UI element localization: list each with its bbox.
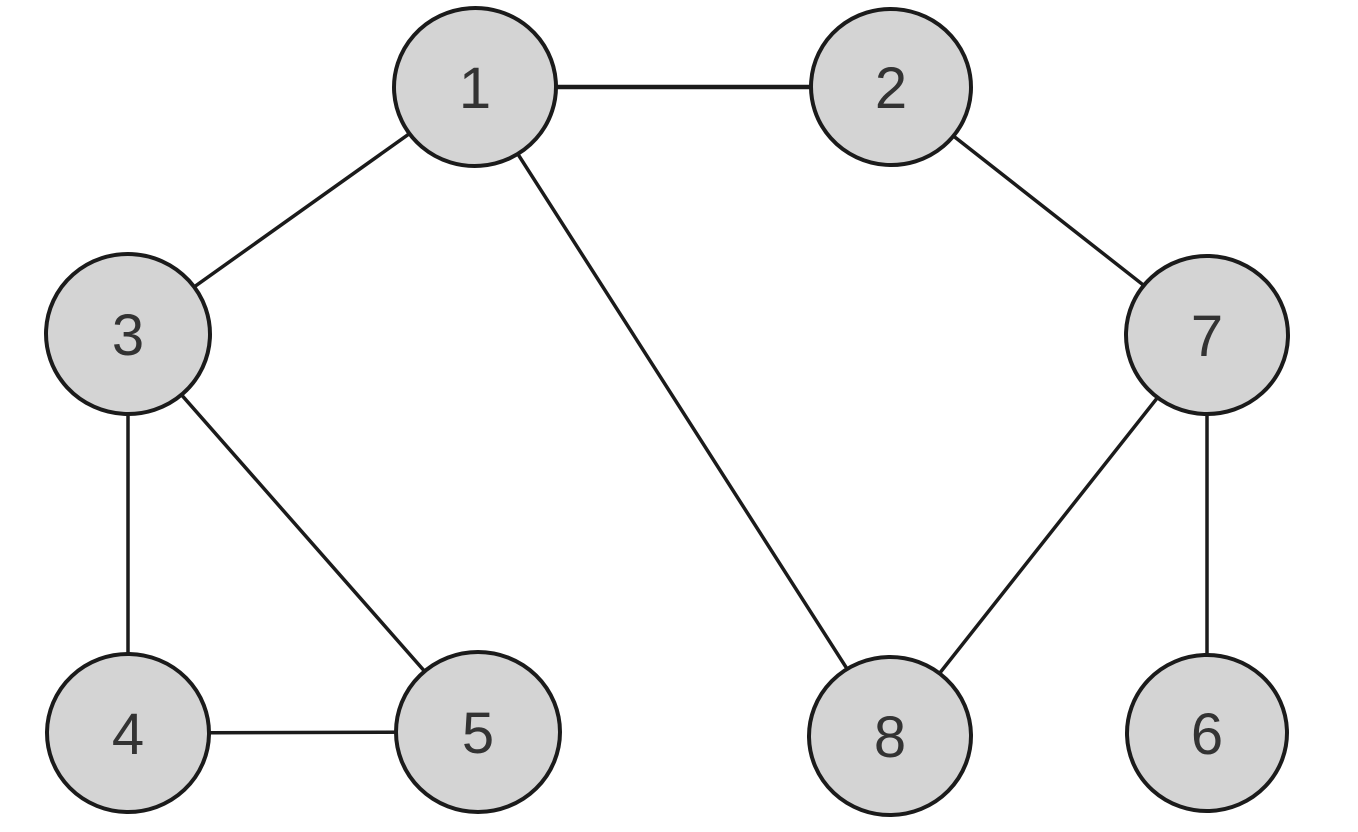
node-circle bbox=[1124, 253, 1290, 417]
graph-node-3: 3 bbox=[44, 251, 212, 417]
node-circle bbox=[807, 654, 973, 818]
edge-1-8 bbox=[473, 85, 892, 738]
node-label: 4 bbox=[112, 702, 144, 767]
node-label: 8 bbox=[874, 705, 906, 770]
node-circle bbox=[394, 650, 562, 814]
edge-3-5 bbox=[126, 332, 480, 734]
graph-node-1: 1 bbox=[392, 5, 558, 169]
node-circle bbox=[1125, 652, 1289, 814]
edge-7-8 bbox=[888, 333, 1209, 738]
node-circle bbox=[44, 251, 212, 417]
graph-node-5: 5 bbox=[394, 650, 562, 814]
node-circle bbox=[809, 6, 973, 168]
edges-layer bbox=[126, 84, 1209, 738]
node-circle bbox=[45, 651, 211, 815]
node-circle bbox=[392, 5, 558, 169]
node-label: 3 bbox=[112, 303, 144, 368]
graph-node-8: 8 bbox=[807, 654, 973, 818]
nodes-layer: 1 2 3 7 4 5 8 6 bbox=[44, 5, 1290, 818]
node-label: 7 bbox=[1191, 304, 1223, 369]
graph-node-6: 6 bbox=[1125, 652, 1289, 814]
graph-node-4: 4 bbox=[45, 651, 211, 815]
graph-node-7: 7 bbox=[1124, 253, 1290, 417]
node-label: 1 bbox=[459, 56, 491, 121]
node-label: 6 bbox=[1191, 702, 1223, 767]
node-label: 2 bbox=[875, 56, 907, 121]
node-label: 5 bbox=[462, 701, 494, 766]
graph-node-2: 2 bbox=[809, 6, 973, 168]
